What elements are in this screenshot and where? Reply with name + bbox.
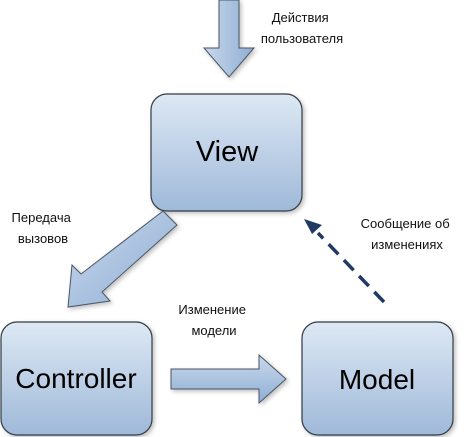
view-node: View xyxy=(150,93,303,212)
model-change-label: Изменение модели xyxy=(178,302,249,338)
change-notification-arrowhead xyxy=(304,219,322,234)
user-actions-label: Действия пользователя xyxy=(261,10,343,46)
change-notification-dashed-line xyxy=(316,231,386,304)
user-actions-arrow xyxy=(202,0,256,78)
controller-label: Controller xyxy=(15,363,136,394)
call-transfer-label: Передача вызовов xyxy=(12,210,75,246)
controller-node: Controller xyxy=(0,321,153,436)
model-label: Model xyxy=(339,364,415,395)
call-transfer-arrow xyxy=(67,210,178,308)
controller-box xyxy=(0,321,153,436)
view-box xyxy=(150,93,303,212)
model-node: Model xyxy=(301,321,454,436)
view-label: View xyxy=(196,136,259,168)
model-box xyxy=(301,321,454,436)
model-change-arrow xyxy=(170,353,287,405)
change-notification-label: Сообщение об изменениях xyxy=(361,216,454,252)
